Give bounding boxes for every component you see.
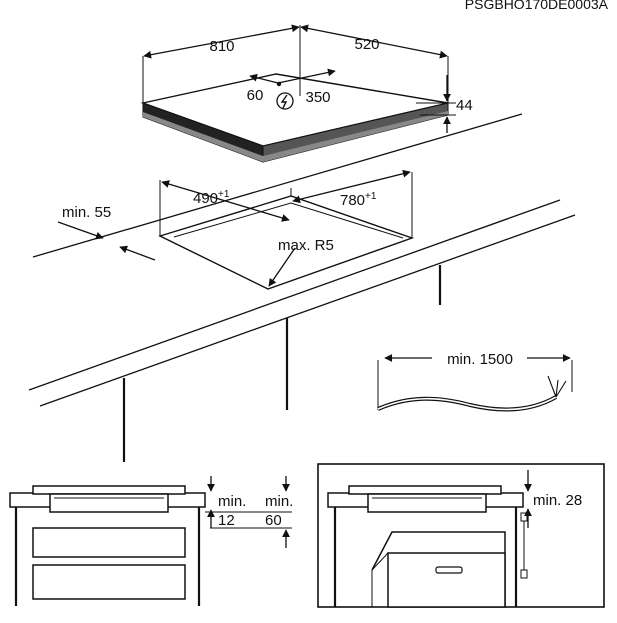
hob-width-label: 810 [209, 38, 234, 55]
radius-leader [268, 247, 296, 287]
left-depth-min-label: min. [265, 493, 293, 510]
cutout-depth-label: 490+1 [193, 189, 230, 207]
min-55-arrow-left [57, 221, 104, 240]
hob-drawing [140, 24, 456, 163]
section-right [317, 463, 605, 608]
cutout-depth-dimension [161, 180, 290, 222]
cutout-depth-tolerance: +1 [218, 189, 230, 200]
hob-width-dimension [143, 24, 300, 59]
hob-depth-dimension [300, 24, 448, 59]
cutout-depth-value: 490 [193, 190, 218, 207]
hob-height-label: 44 [456, 97, 473, 114]
right-clearance-label: min. 28 [533, 492, 582, 509]
cable-offset-right-label: 350 [305, 89, 330, 106]
min-55-arrow-right [119, 245, 156, 261]
cutout-width-dimension [292, 169, 411, 204]
left-top-gap-value: 12 [218, 512, 235, 529]
cable-offset-left-label: 60 [247, 87, 264, 104]
cutout-width-tolerance: +1 [365, 191, 377, 202]
reference-code: PSGBHO170DE0003A [465, 0, 609, 12]
cable-drawing [377, 354, 573, 412]
cable-length-label: min. 1500 [447, 351, 513, 368]
cutout-width-label: 780+1 [340, 191, 377, 209]
section-left [9, 476, 292, 606]
cutout-left-min-label: min. 55 [62, 204, 111, 221]
worktop-drawing [28, 113, 576, 462]
hob-depth-label: 520 [354, 36, 379, 53]
left-depth-value: 60 [265, 512, 282, 529]
left-top-gap-min-label: min. [218, 493, 246, 510]
cutout-width-value: 780 [340, 192, 365, 209]
corner-radius-label: max. R5 [278, 237, 334, 254]
power-plug-icon [276, 92, 294, 110]
